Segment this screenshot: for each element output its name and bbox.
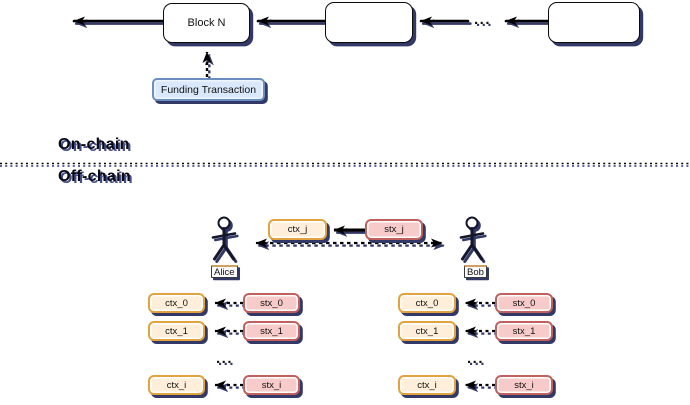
alice-stx-1-box: stx_1 xyxy=(243,321,300,341)
alice-stx-0-box: stx_0 xyxy=(243,293,300,313)
funding-arrow xyxy=(202,51,214,80)
alice-stx-i-box: stx_i xyxy=(243,375,300,395)
bob-txs-ellipsis: ... xyxy=(467,350,485,367)
block-unlabeled-2 xyxy=(548,2,640,43)
funding-transaction-box: Funding Transaction xyxy=(152,78,265,101)
blockchain-arrows xyxy=(72,16,552,29)
bob-figure-icon xyxy=(459,216,487,263)
alice-tx-arrows xyxy=(214,298,246,393)
bob-tx-arrows xyxy=(464,298,498,393)
bob-ctx-1-box: ctx_1 xyxy=(398,321,456,341)
stx-j-box: stx_j xyxy=(365,219,423,240)
bob-label: Bob xyxy=(464,265,487,278)
bob-stx-0-box: stx_0 xyxy=(495,293,553,313)
alice-bob-channel-arrow xyxy=(255,238,445,251)
alice-ctx-0-box: ctx_0 xyxy=(148,293,205,313)
alice-label: Alice xyxy=(211,265,238,278)
bob-ctx-0-box: ctx_0 xyxy=(398,293,456,313)
blockchain-ellipsis: ... xyxy=(474,11,492,28)
stxj-to-ctxj-arrow xyxy=(333,225,368,237)
alice-txs-ellipsis: ... xyxy=(216,350,234,367)
bob-ctx-i-box: ctx_i xyxy=(398,375,456,395)
alice-figure-icon xyxy=(211,216,239,263)
alice-ctx-i-box: ctx_i xyxy=(148,375,205,395)
chain-divider-line xyxy=(0,162,690,167)
bob-stx-1-box: stx_1 xyxy=(495,321,553,341)
bob-stx-i-box: stx_i xyxy=(495,375,553,395)
block-n: Block N xyxy=(163,3,250,43)
off-chain-label: Off-chain xyxy=(58,168,131,185)
block-unlabeled-1 xyxy=(325,2,413,43)
on-chain-label: On-chain xyxy=(58,136,130,153)
ctx-j-box: ctx_j xyxy=(268,219,327,240)
alice-ctx-1-box: ctx_1 xyxy=(148,321,205,341)
